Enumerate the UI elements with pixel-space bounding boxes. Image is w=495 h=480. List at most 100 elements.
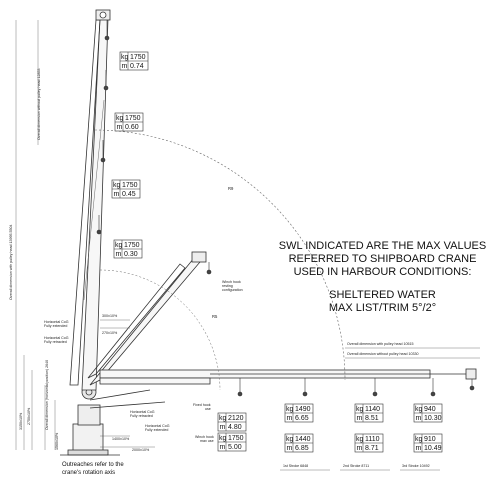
swl-line-2: REFERRED TO SHIPBOARD CRANE bbox=[288, 253, 477, 265]
label-winch-max2: max use bbox=[200, 439, 214, 443]
swl-line-5: MAX LIST/TRIM 5°/2° bbox=[328, 302, 437, 314]
unit-kg: kg bbox=[113, 182, 121, 189]
load-m-value: 0.30 bbox=[124, 251, 138, 258]
crane-base bbox=[60, 384, 120, 456]
unit-m: m bbox=[117, 124, 123, 131]
load-kg-value: 1750 bbox=[122, 182, 138, 189]
label-winch-max: Winch hook bbox=[195, 435, 214, 439]
footnote-line1: Outreaches refer to the bbox=[62, 462, 124, 468]
dim-2000: 2000±10% bbox=[132, 448, 150, 452]
label-fixed-hook2: use bbox=[205, 407, 211, 411]
load-kg-value: 1110 bbox=[365, 436, 380, 443]
dim-overall-without-head: Overall dimension without pulley head 12… bbox=[37, 68, 41, 140]
unit-m: m bbox=[220, 444, 226, 451]
label-cog-ext-b2: Fully extended bbox=[145, 428, 168, 432]
unit-kg: kg bbox=[219, 415, 227, 422]
unit-kg: kg bbox=[219, 435, 227, 442]
boom-horizontal bbox=[89, 368, 477, 409]
dim-3150: 3150±10% bbox=[19, 412, 23, 430]
swl-line-4: SHELTERED WATER bbox=[329, 289, 436, 301]
dim-300: 300±10% bbox=[102, 314, 118, 318]
load-m-value: 8.71 bbox=[365, 445, 379, 452]
label-cog-ext-b: Horizontal CoG bbox=[145, 424, 170, 428]
unit-m: m bbox=[122, 63, 128, 70]
unit-m: m bbox=[357, 415, 363, 422]
label-cog-ext: Horizontal CoG bbox=[44, 320, 69, 324]
load-kg-value: 1440 bbox=[295, 436, 311, 443]
unit-kg: kg bbox=[121, 54, 129, 61]
load-m-value: 5.00 bbox=[228, 444, 242, 451]
load-m-value: 8.51 bbox=[365, 415, 379, 422]
load-m-value: 4.80 bbox=[228, 424, 242, 431]
stroke-2: 2nd Stroke 8711 bbox=[343, 464, 369, 468]
unit-kg: kg bbox=[356, 406, 364, 413]
radius-label-r5: R5 bbox=[212, 314, 218, 319]
dim-1560: 1560±10% bbox=[55, 432, 59, 450]
label-cog-ret2: Fully retracted bbox=[44, 340, 67, 344]
dimension-lines bbox=[15, 20, 480, 471]
reach-arc bbox=[94, 129, 346, 381]
label-winch-rest: Winch hook bbox=[222, 280, 241, 284]
unit-m: m bbox=[357, 445, 363, 452]
radius-label-r9: R9 bbox=[228, 186, 234, 191]
load-m-value: 6.65 bbox=[295, 415, 309, 422]
load-kg-value: 1140 bbox=[365, 406, 380, 413]
load-m-value: 10.49 bbox=[424, 445, 442, 452]
dim-1400: 1400±10% bbox=[112, 437, 130, 441]
load-kg-value: 1750 bbox=[124, 242, 140, 249]
unit-m: m bbox=[287, 445, 293, 452]
load-kg-value: 2120 bbox=[228, 415, 244, 422]
dim-overall-with-head: Overall dimension with pulley head 13995… bbox=[9, 224, 13, 300]
unit-kg: kg bbox=[286, 436, 294, 443]
dim-with-pulley-h: Overall dimension with pulley head 10515 bbox=[347, 342, 414, 346]
label-cog-ext2: Fully extended bbox=[44, 324, 67, 328]
load-m-value: 6.85 bbox=[295, 445, 309, 452]
stroke-3: 3rd Stroke 10492 bbox=[402, 464, 430, 468]
unit-kg: kg bbox=[415, 436, 423, 443]
swl-line-3: USED IN HARBOUR CONDITIONS: bbox=[293, 266, 472, 278]
dim-2640: Overall dimension (horizontal position) … bbox=[45, 360, 49, 430]
footnote-line2: crane's rotation axis bbox=[62, 470, 115, 476]
unit-m: m bbox=[287, 415, 293, 422]
swl-line-1: SWL INDICATED ARE THE MAX VALUES bbox=[278, 240, 487, 252]
dim-2750: 2750±10% bbox=[27, 407, 31, 425]
unit-m: m bbox=[416, 445, 422, 452]
load-kg-value: 1750 bbox=[130, 54, 146, 61]
dim-without-pulley-h: Overall dimension without pulley head 10… bbox=[347, 352, 419, 356]
unit-kg: kg bbox=[415, 406, 423, 413]
label-fixed-hook: Fixed hook bbox=[193, 403, 211, 407]
dim-270: 270±10% bbox=[102, 331, 118, 335]
label-cog-ret-b: Horizontal CoG bbox=[130, 410, 155, 414]
label-winch-rest2: resting bbox=[222, 284, 233, 288]
load-kg-value: 1750 bbox=[125, 115, 141, 122]
stroke-1: 1st Stroke 6848 bbox=[283, 464, 308, 468]
load-kg-value: 940 bbox=[424, 406, 436, 413]
load-m-value: 0.60 bbox=[125, 124, 139, 131]
unit-m: m bbox=[114, 191, 120, 198]
load-m-value: 0.45 bbox=[122, 191, 136, 198]
load-kg-value: 1750 bbox=[228, 435, 244, 442]
boom-inclined bbox=[87, 251, 207, 386]
load-kg-value: 910 bbox=[424, 436, 436, 443]
label-cog-ret: Horizontal CoG bbox=[44, 336, 69, 340]
label-cog-ret-b2: Fully retracted bbox=[130, 414, 153, 418]
unit-kg: kg bbox=[115, 242, 123, 249]
unit-kg: kg bbox=[356, 436, 364, 443]
boom-vertical bbox=[69, 9, 111, 391]
load-m-value: 10.30 bbox=[424, 415, 442, 422]
